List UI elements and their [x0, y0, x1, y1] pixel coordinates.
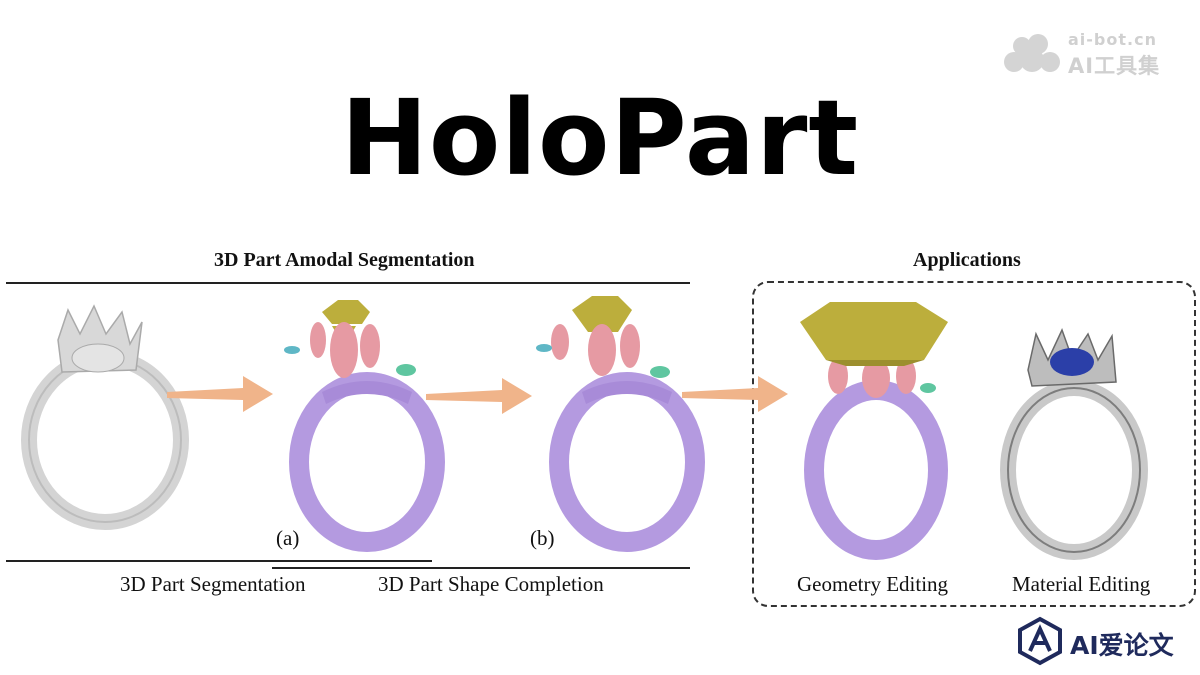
completion-rule [272, 567, 690, 569]
section-header-segmentation: 3D Part Amodal Segmentation [214, 249, 475, 271]
segmentation-rule [6, 560, 432, 562]
geometry-edited-ring-image [800, 302, 948, 560]
cloud-logo-icon [1004, 34, 1060, 72]
watermark-line2: AI工具集 [1068, 54, 1161, 78]
ring-a-image [284, 300, 445, 552]
caption-segmentation: 3D Part Segmentation [120, 572, 306, 596]
ai-bot-watermark: ai-bot.cn AI工具集 [1002, 30, 1182, 80]
hexagon-logo-icon [1018, 616, 1062, 666]
applications-box [752, 281, 1196, 607]
arrow-right-icon [682, 376, 788, 412]
ring-b-image [536, 296, 705, 552]
top-rule [6, 282, 690, 284]
caption-completion: 3D Part Shape Completion [378, 572, 604, 596]
page-title: HoloPart [340, 77, 860, 199]
arrow-right-icon [167, 376, 273, 412]
material-edited-ring-image [1000, 328, 1148, 560]
watermark-text: AI爱论文 [1070, 631, 1174, 660]
arrow-right-icon [426, 378, 532, 414]
caption-geometry: Geometry Editing [797, 572, 949, 596]
label-a: (a) [276, 526, 300, 550]
input-ring-image [21, 304, 189, 530]
caption-material: Material Editing [1012, 572, 1151, 596]
watermark-line1: ai-bot.cn [1068, 30, 1157, 49]
ai-lunwen-watermark: AI爱论文 [1014, 616, 1194, 667]
section-header-applications: Applications [913, 249, 1021, 271]
label-b: (b) [530, 526, 555, 550]
